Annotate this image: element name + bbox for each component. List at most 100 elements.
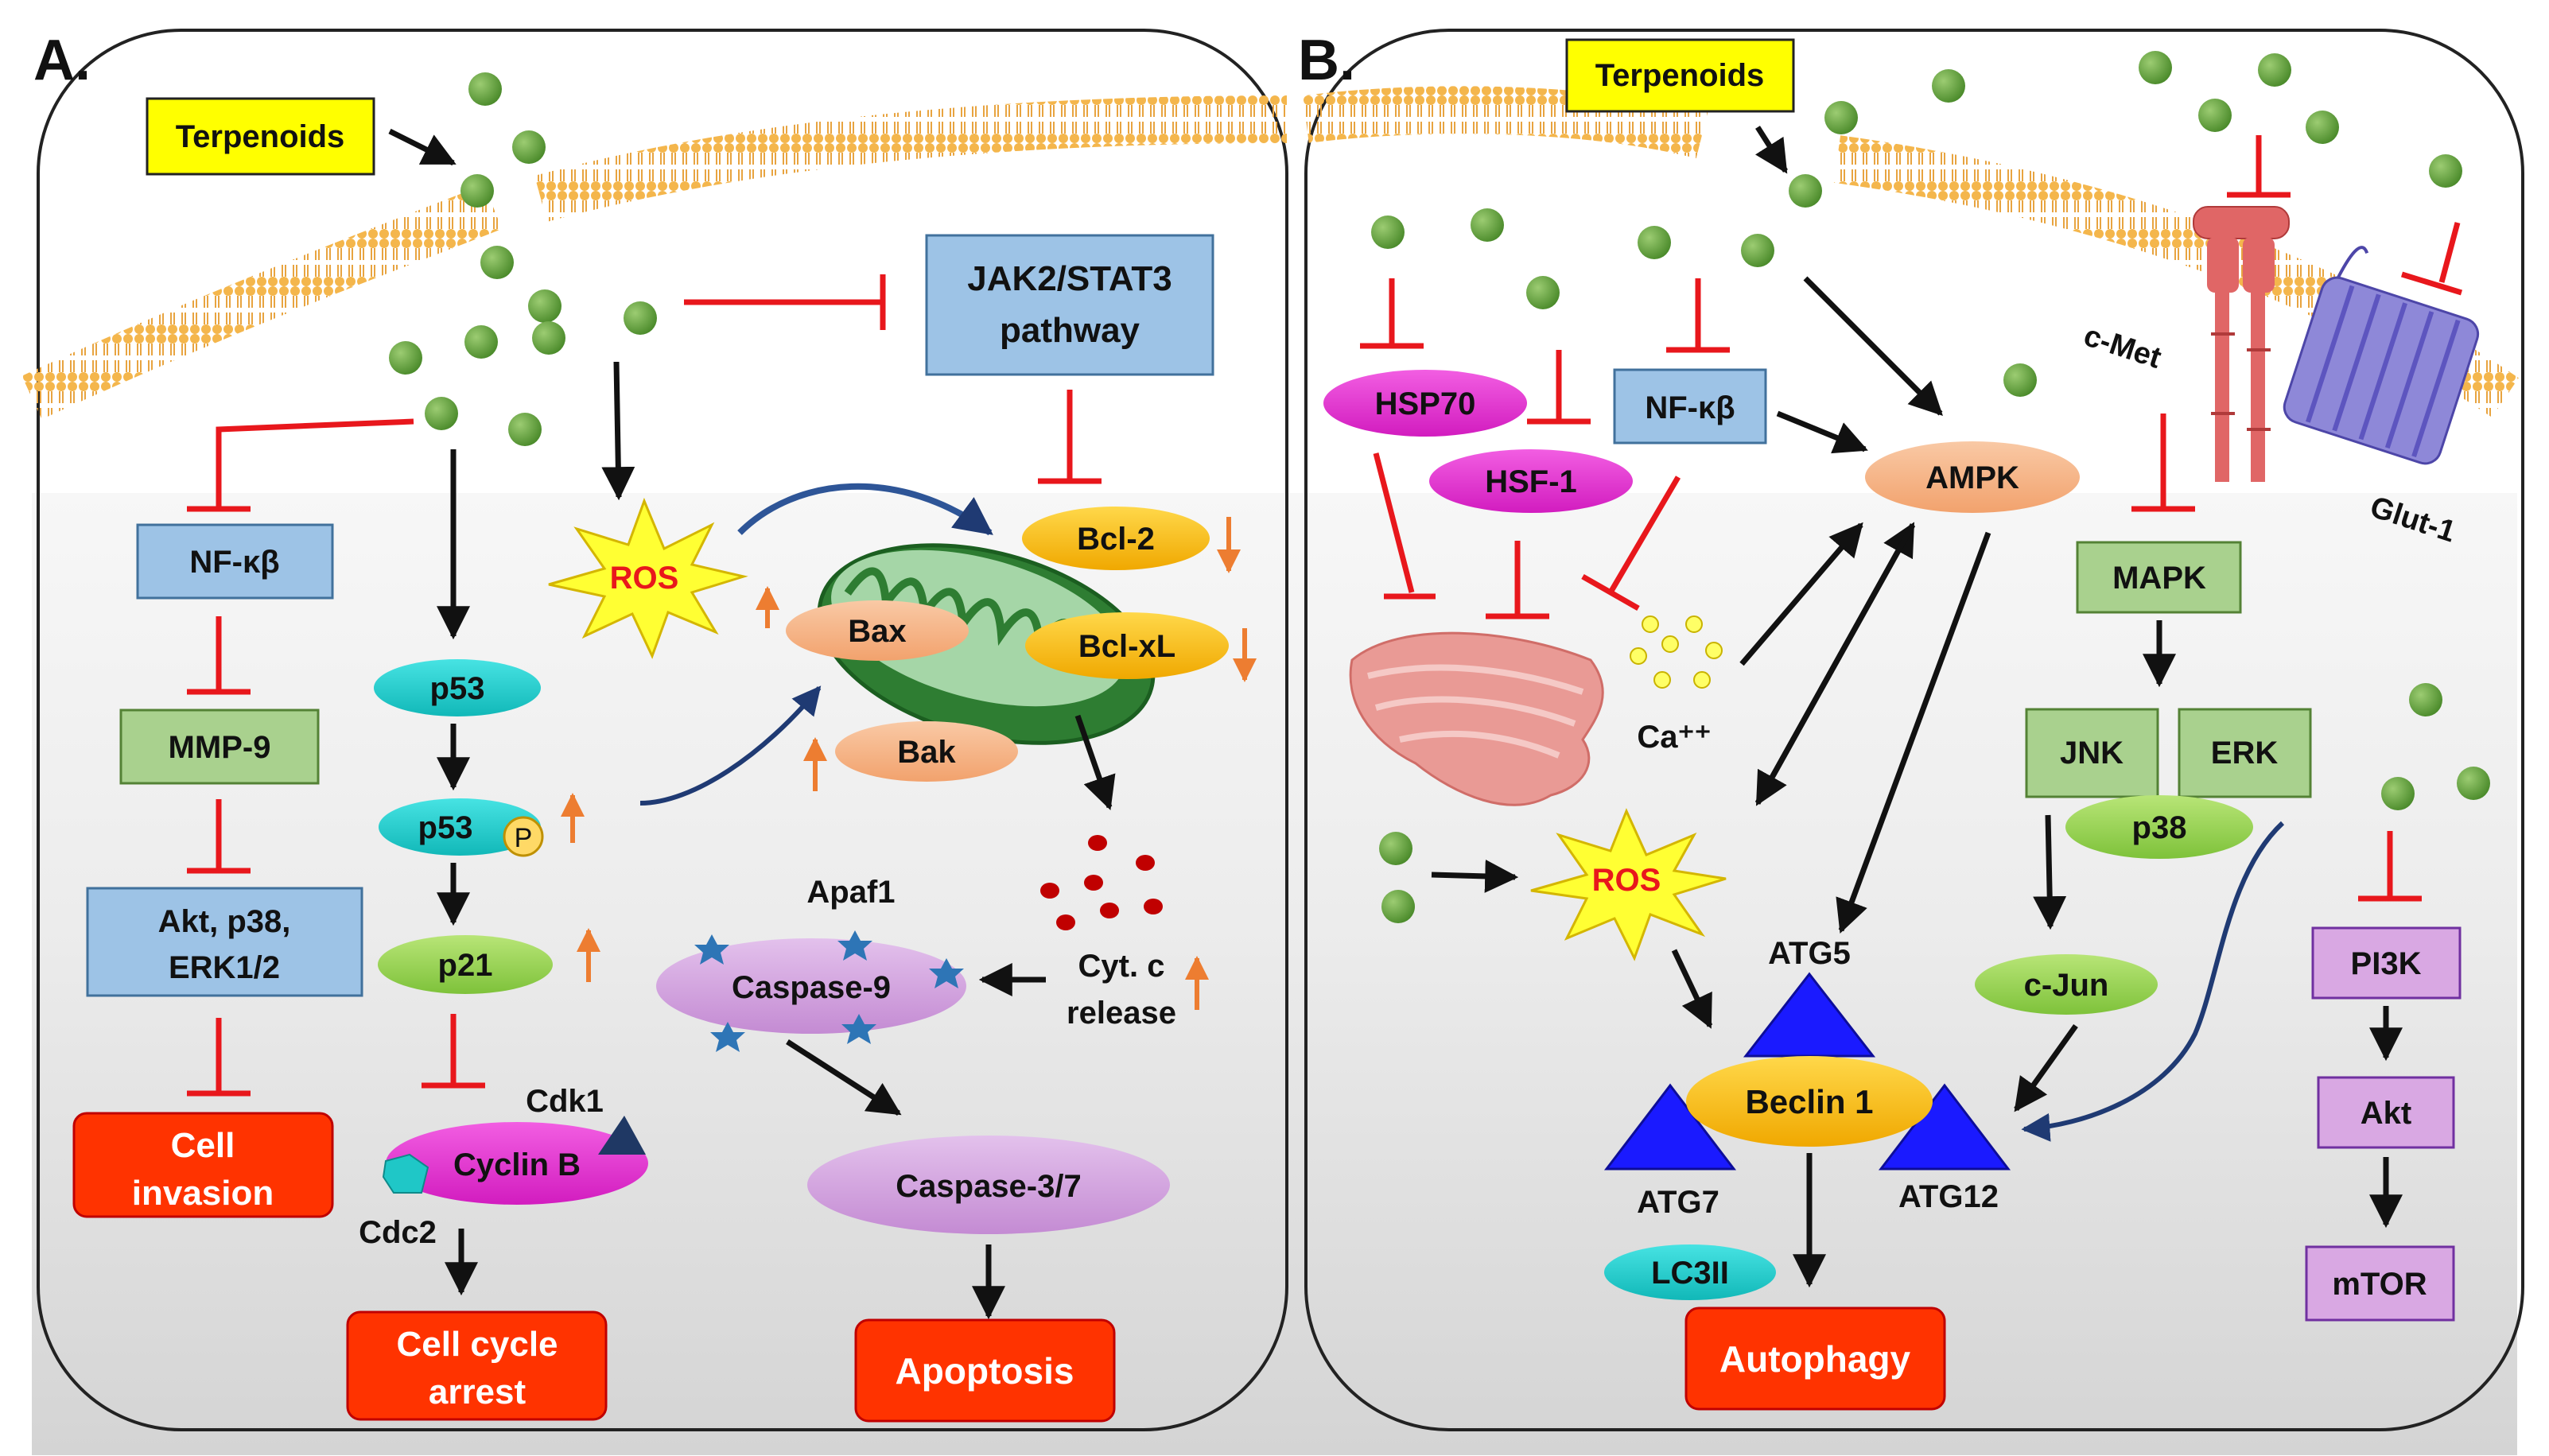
jnk-label: JNK [2060, 736, 2124, 771]
apoptosis-box: Apoptosis [854, 1318, 1116, 1423]
pi3k-box: PI3K [2311, 926, 2462, 1000]
bak-label: Bak [897, 735, 956, 770]
glut1-transporter [2283, 246, 2480, 465]
caspase9-label: Caspase-9 [732, 970, 891, 1005]
terpenoids-box-b: Terpenoids [1565, 38, 1795, 113]
p53-phospho-oval: p53 P [379, 798, 544, 857]
autophagy-label: Autophagy [1719, 1338, 1911, 1380]
cell-outline-a [37, 29, 1288, 1431]
p53-label: p53 [430, 671, 485, 706]
cell-invasion-box: Cell invasion [72, 1112, 334, 1218]
membrane-a [21, 95, 1288, 420]
cyclin-b-label: Cyclin B [453, 1147, 581, 1182]
cell-invasion-line2: invasion [132, 1174, 274, 1213]
ampk-oval: AMPK [1865, 441, 2080, 513]
panel-b: B. Terpenoids [1298, 29, 2524, 1431]
mapk-box: MAPK [2076, 541, 2242, 614]
cytc-line1: Cyt. c [1078, 949, 1165, 984]
cytochrome-c-dots [1040, 835, 1163, 930]
cell-cycle-arrest-box: Cell cycle arrest [346, 1310, 608, 1421]
akt-label-b: Akt [2361, 1096, 2411, 1131]
ros-burst-b: ROS [1530, 808, 1727, 961]
terpenoids-box-a: Terpenoids [146, 97, 375, 176]
cell-cycle-line2: arrest [429, 1373, 527, 1411]
akt-p38-erk-box: Akt, p38, ERK1/2 [86, 887, 363, 997]
p38-label: p38 [2132, 810, 2187, 845]
terpenoid-dots-b [1371, 51, 2490, 923]
p53p-label: p53 [418, 810, 473, 845]
apoptosis-label: Apoptosis [896, 1350, 1074, 1392]
ros-burst-a: ROS [548, 497, 748, 659]
mapk-label: MAPK [2112, 561, 2206, 596]
cell-invasion-line1: Cell [171, 1126, 235, 1165]
apaf1-stars [694, 930, 964, 1052]
cmet-label: c-Met [2080, 319, 2166, 375]
cdk1-label: Cdk1 [526, 1084, 604, 1119]
lc3ii-oval: LC3II [1604, 1244, 1776, 1300]
bclxl-label: Bcl-xL [1078, 629, 1175, 664]
atg7-label: ATG7 [1637, 1185, 1719, 1220]
cytc-line2: release [1067, 996, 1176, 1031]
terpenoids-label-b: Terpenoids [1595, 58, 1765, 93]
ampk-label: AMPK [1925, 460, 2019, 495]
calcium-label: Ca⁺⁺ [1637, 720, 1711, 755]
akt-line1: Akt, p38, [158, 904, 291, 939]
bcl2-oval: Bcl-2 [1022, 507, 1210, 570]
bak-oval: Bak [835, 721, 1018, 782]
cdk1-triangle [598, 1116, 646, 1155]
arrow-terpenoids-a [388, 128, 457, 166]
c-met-receptor [2193, 206, 2290, 482]
bax-oval: Bax [786, 600, 969, 661]
atg5-label: ATG5 [1768, 936, 1851, 971]
atg12-triangle [1878, 1083, 2011, 1171]
caspase37-label: Caspase-3/7 [896, 1169, 1081, 1204]
curve-p38-atg12 [2021, 821, 2285, 1142]
p21-label: p21 [438, 948, 493, 983]
terpenoids-label-a: Terpenoids [176, 119, 345, 154]
nfkb-label-b: NF-κβ [1645, 390, 1735, 425]
ros-label-b: ROS [1592, 863, 1661, 898]
phosphate-label: P [515, 823, 533, 853]
mtor-box: mTOR [2305, 1245, 2455, 1322]
autophagy-box: Autophagy [1684, 1307, 1946, 1411]
pi3k-label: PI3K [2351, 946, 2422, 981]
cdc2-label: Cdc2 [359, 1215, 437, 1250]
nfkb-box-a: NF-κβ [136, 523, 334, 600]
p38-oval: p38 [2065, 795, 2253, 859]
p53-oval: p53 [374, 659, 541, 716]
bcl2-label: Bcl-2 [1077, 522, 1155, 557]
hsf1-label: HSF-1 [1485, 464, 1577, 499]
jak-line1: JAK2/STAT3 [967, 259, 1172, 298]
cell-outline-b [1304, 29, 2524, 1431]
panel-a-letter: A. [33, 29, 91, 92]
panel-b-letter: B. [1298, 29, 1355, 92]
beclin1-oval: Beclin 1 [1686, 1056, 1933, 1147]
mtor-label: mTOR [2332, 1267, 2427, 1302]
endoplasmic-reticulum [1349, 631, 1604, 806]
atg7-triangle [1603, 1083, 1737, 1171]
akt-line2: ERK1/2 [169, 950, 280, 985]
jnk-box: JNK [2025, 708, 2159, 798]
beclin1-label: Beclin 1 [1745, 1083, 1873, 1120]
hsp70-label: HSP70 [1375, 386, 1476, 421]
erk-box: ERK [2178, 708, 2312, 798]
jak-line2: pathway [1000, 311, 1140, 350]
ros-label-a: ROS [610, 561, 679, 596]
cyclin-b-oval: Cyclin B [382, 1116, 648, 1205]
terpenoid-dots-a [389, 72, 657, 446]
mmp9-box: MMP-9 [119, 709, 320, 785]
erk-label: ERK [2211, 736, 2279, 771]
jak2-stat3-box: JAK2/STAT3 pathway [925, 234, 1214, 376]
phosphate-badge [503, 816, 544, 857]
curve-p53-mito [639, 685, 822, 806]
caspase37-oval: Caspase-3/7 [807, 1136, 1170, 1234]
bclxl-oval: Bcl-xL [1025, 612, 1229, 679]
calcium-dots [1630, 615, 1723, 689]
inhibit-nfkb-a [216, 418, 414, 509]
akt-box-b: Akt [2317, 1076, 2455, 1149]
p21-oval: p21 [378, 935, 553, 994]
atg12-label: ATG12 [1898, 1179, 1999, 1214]
bax-label: Bax [848, 614, 906, 649]
lc3ii-label: LC3II [1651, 1256, 1729, 1291]
apaf1-label: Apaf1 [806, 875, 895, 910]
